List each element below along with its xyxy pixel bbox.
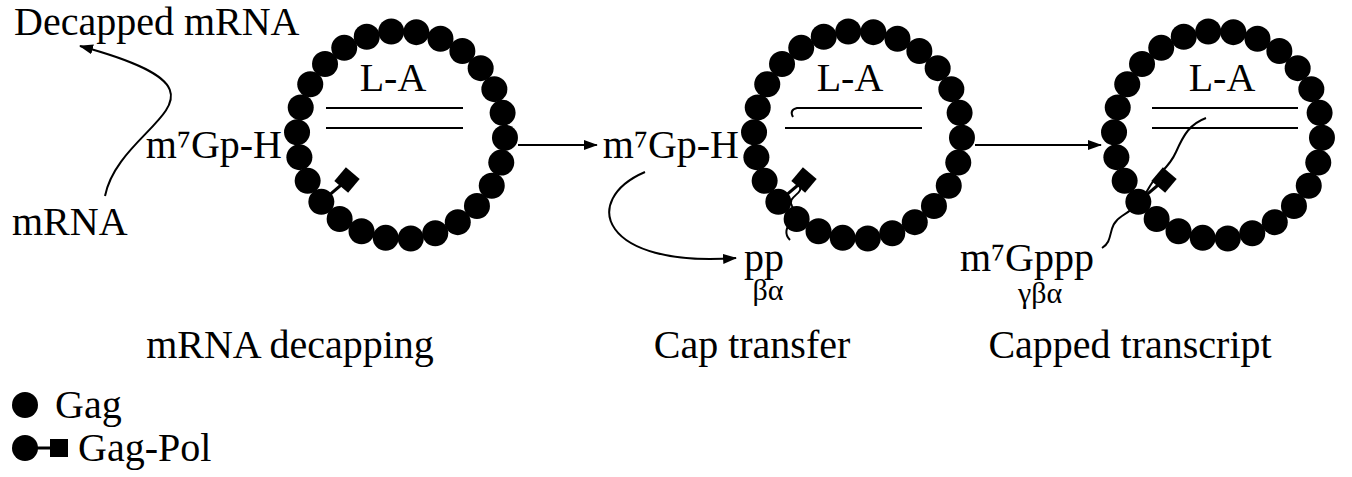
capsid-ring — [741, 18, 975, 252]
gag-subunit — [422, 220, 448, 246]
gag-subunit — [295, 168, 321, 194]
dsrna-strand — [1152, 107, 1298, 109]
gag-subunit — [403, 19, 429, 45]
pol-domain — [1151, 167, 1176, 192]
genome-label: L-A — [1189, 58, 1256, 98]
gag-subunit — [1148, 35, 1174, 61]
pol-symbol — [50, 439, 68, 457]
gag-symbol — [12, 435, 38, 461]
gag-subunit — [835, 18, 861, 44]
legend-symbol — [8, 433, 78, 463]
gag-subunit — [788, 35, 814, 61]
capsid-ring — [284, 18, 518, 252]
gag-subunit — [1215, 226, 1241, 252]
step-caption: mRNA decapping — [146, 325, 434, 365]
dsrna-strand — [326, 127, 463, 129]
dsrna-strand — [792, 108, 922, 117]
legend-text: Gag-Pol — [78, 428, 211, 468]
step-caption: Cap transfer — [654, 325, 851, 365]
step-caption: Capped transcript — [988, 325, 1271, 365]
gag-subunit — [811, 24, 837, 50]
gag-subunit — [745, 94, 771, 120]
genome-label: L-A — [817, 58, 884, 98]
gag-subunit — [1144, 206, 1170, 232]
gag-subunit — [860, 19, 886, 45]
gag-subunit — [1105, 94, 1131, 120]
gag-subunit — [398, 226, 424, 252]
capsid-ring — [1101, 18, 1335, 252]
gag-subunit — [378, 18, 404, 44]
gag-subunit — [879, 220, 905, 246]
gag-subunit — [830, 225, 856, 251]
gag-subunit — [945, 150, 971, 176]
gag-subunit — [284, 119, 310, 145]
cap-label: m⁷Gp-H — [603, 125, 739, 165]
virus-particle: m⁷Gp-H L-A — [597, 18, 975, 252]
gag-subunit — [902, 209, 928, 235]
gag-subunit — [1101, 119, 1127, 145]
legend-text: Gag — [55, 385, 122, 425]
genome-label: L-A — [360, 58, 427, 98]
gag-subunit — [445, 209, 471, 235]
gag-subunit — [1195, 18, 1221, 44]
capped-transcript — [1102, 118, 1206, 248]
gag-subunit — [1171, 24, 1197, 50]
dsrna-strand — [1152, 127, 1298, 129]
virus-particle: L-A — [1101, 18, 1335, 252]
gag-subunit — [938, 76, 964, 102]
gag-subunit — [490, 100, 516, 126]
gag-subunit — [949, 125, 975, 151]
gag-subunit — [806, 218, 832, 244]
cap-label: m⁷Gp-H — [146, 125, 282, 165]
gag-subunit — [1244, 26, 1270, 52]
gag-subunit — [1112, 168, 1138, 194]
gag-subunit — [427, 26, 453, 52]
virus-particle: m⁷Gp-H L-A — [140, 18, 518, 252]
gag-subunit — [1309, 125, 1335, 151]
phosphate-label: pp — [744, 238, 784, 278]
pol-domain — [334, 167, 359, 192]
gag-subunit — [1298, 76, 1324, 102]
dsrna-strand — [785, 127, 922, 129]
phosphate-position: γβα — [1018, 278, 1062, 308]
gag-subunit — [741, 119, 767, 145]
phosphate-position: βα — [753, 275, 784, 305]
step-arrow — [518, 144, 597, 146]
gag-subunit — [488, 150, 514, 176]
substrate-label: mRNA — [12, 202, 128, 242]
gag-subunit — [288, 94, 314, 120]
gag-subunit — [327, 206, 353, 232]
pol-domain — [791, 167, 816, 192]
gag-subunit — [373, 225, 399, 251]
gag-subunit — [1220, 19, 1246, 45]
cap-transfer-arrow — [609, 172, 736, 259]
dsrna-strand — [326, 107, 463, 109]
gag-subunit — [784, 206, 810, 232]
gag-subunit — [1307, 100, 1333, 126]
gag-subunit — [752, 168, 778, 194]
product-label: Decapped mRNA — [14, 2, 299, 42]
gag-subunit — [481, 76, 507, 102]
gag-subunit — [349, 218, 375, 244]
pol-stem — [36, 447, 52, 450]
gag-subunit — [286, 144, 312, 170]
gag-subunit — [1190, 225, 1216, 251]
gag-subunit — [884, 26, 910, 52]
gag-subunit — [1305, 150, 1331, 176]
gag-subunit — [1262, 209, 1288, 235]
decapping-arrow — [80, 46, 171, 196]
gag-subunit — [855, 226, 881, 252]
gag-subunit — [743, 144, 769, 170]
gag-subunit — [492, 125, 518, 151]
gag-subunit — [331, 35, 357, 61]
step-arrow — [975, 144, 1101, 146]
gag-subunit — [1239, 220, 1265, 246]
gag-subunit — [1103, 144, 1129, 170]
gag-subunit — [947, 100, 973, 126]
gag-subunit — [354, 24, 380, 50]
gag-symbol — [12, 392, 38, 418]
gag-subunit — [1166, 218, 1192, 244]
cap-label: m⁷Gppp — [960, 238, 1094, 278]
